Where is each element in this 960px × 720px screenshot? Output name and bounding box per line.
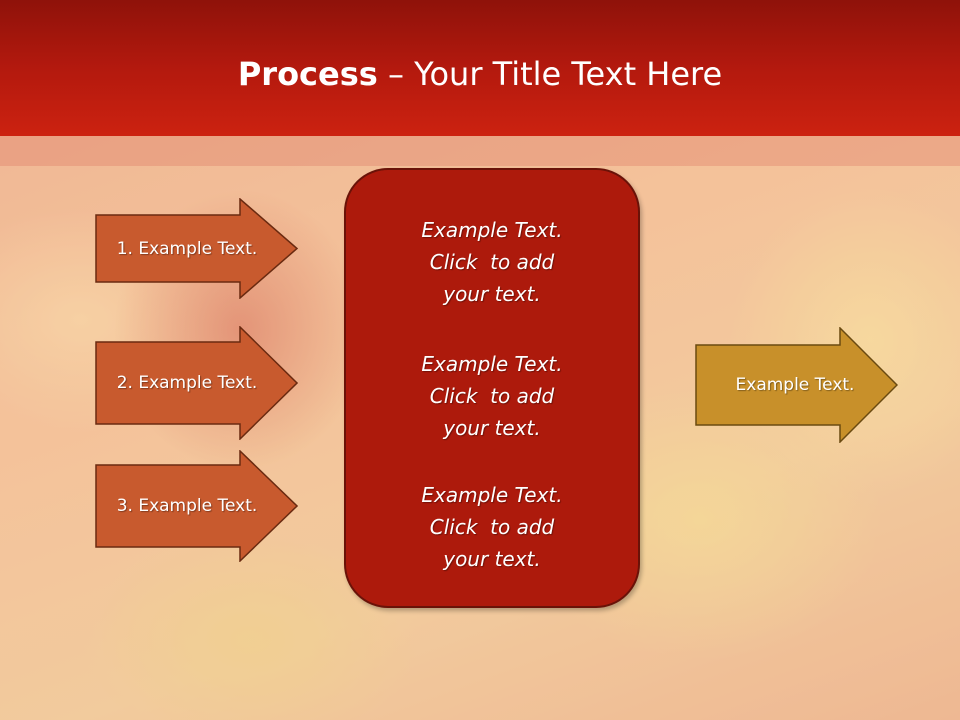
- center-text-line: Click to add: [429, 250, 555, 274]
- center-text-line: your text.: [443, 282, 541, 306]
- center-text-line: Click to add: [429, 384, 555, 408]
- center-text-block-1: Example Text. Click to add your text.: [346, 214, 638, 310]
- arrow-shape-icon: [695, 327, 898, 443]
- center-text-line: Click to add: [429, 515, 555, 539]
- slide-title[interactable]: Process – Your Title Text Here: [0, 52, 960, 96]
- left-arrow-2-label: 2. Example Text.: [116, 373, 258, 393]
- left-arrow-3-label: 3. Example Text.: [116, 496, 258, 516]
- slide-title-bold: Process: [237, 55, 378, 93]
- center-text-line: your text.: [443, 416, 541, 440]
- title-bar-band: [0, 136, 960, 166]
- center-text-line: Example Text.: [421, 483, 563, 507]
- arrow-shape-icon: [95, 326, 298, 440]
- right-arrow-label: Example Text.: [735, 375, 855, 395]
- center-text-line: your text.: [443, 547, 541, 571]
- title-bar: [0, 0, 960, 136]
- center-text-line: Example Text.: [421, 218, 563, 242]
- center-text-block-3: Example Text. Click to add your text.: [346, 479, 638, 575]
- arrow-shape-icon: [95, 450, 298, 562]
- right-arrow[interactable]: Example Text.: [695, 327, 898, 443]
- slide-title-rest: – Your Title Text Here: [377, 55, 723, 93]
- arrow-shape-icon: [95, 198, 298, 299]
- center-text-block-2: Example Text. Click to add your text.: [346, 348, 638, 444]
- left-arrow-2[interactable]: 2. Example Text.: [95, 326, 298, 440]
- center-text-line: Example Text.: [421, 352, 563, 376]
- left-arrow-3[interactable]: 3. Example Text.: [95, 450, 298, 562]
- center-text-box[interactable]: Example Text. Click to add your text. Ex…: [344, 168, 640, 608]
- left-arrow-1[interactable]: 1. Example Text.: [95, 198, 298, 299]
- left-arrow-1-label: 1. Example Text.: [116, 238, 258, 259]
